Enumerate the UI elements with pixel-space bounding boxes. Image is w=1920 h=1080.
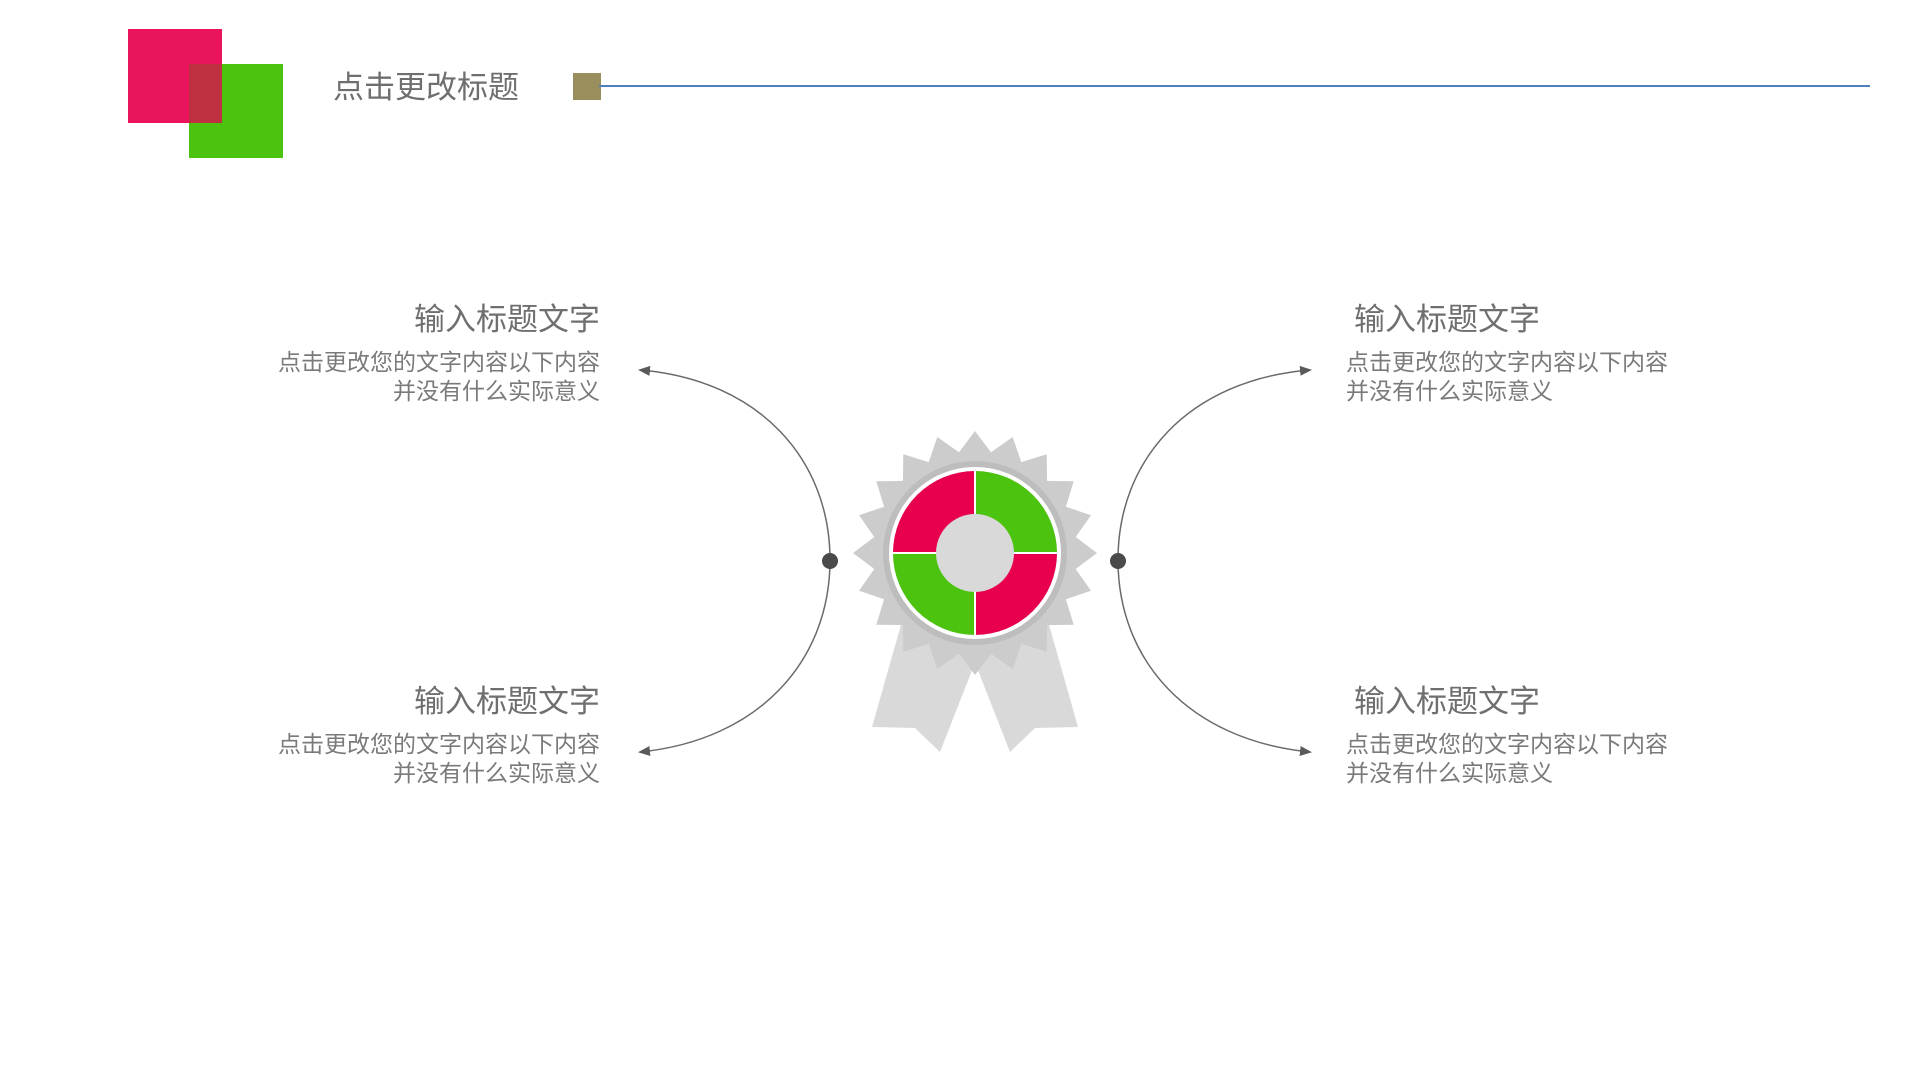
block-desc-line1[interactable]: 点击更改您的文字内容以下内容 — [1346, 732, 1668, 759]
title-divider-line — [599, 85, 1870, 87]
block-desc-line2[interactable]: 并没有什么实际意义 — [1346, 379, 1553, 406]
connector-curve-right-bottom — [1117, 559, 1312, 756]
block-title[interactable]: 输入标题文字 — [414, 684, 600, 720]
text-block-left-top: 输入标题文字 点击更改您的文字内容以下内容 并没有什么实际意义 — [240, 302, 600, 408]
text-block-right-bottom: 输入标题文字 点击更改您的文字内容以下内容 并没有什么实际意义 — [1346, 684, 1706, 790]
title-accent-square — [573, 73, 601, 100]
dot-icon — [1110, 553, 1126, 569]
logo-overlap — [189, 64, 222, 123]
text-block-right-top: 输入标题文字 点击更改您的文字内容以下内容 并没有什么实际意义 — [1346, 302, 1706, 408]
block-title[interactable]: 输入标题文字 — [1354, 302, 1540, 338]
block-title[interactable]: 输入标题文字 — [414, 302, 600, 338]
medal-icon — [853, 431, 1097, 752]
medal-center — [936, 514, 1014, 592]
text-block-left-bottom: 输入标题文字 点击更改您的文字内容以下内容 并没有什么实际意义 — [240, 684, 600, 790]
block-title[interactable]: 输入标题文字 — [1354, 684, 1540, 720]
block-desc-line2[interactable]: 并没有什么实际意义 — [393, 379, 600, 406]
block-desc-line2[interactable]: 并没有什么实际意义 — [1346, 761, 1553, 788]
block-desc-line1[interactable]: 点击更改您的文字内容以下内容 — [1346, 350, 1668, 377]
connector-curve-left-top — [638, 365, 831, 561]
page-title[interactable]: 点击更改标题 — [333, 70, 519, 106]
connector-curve-right-top — [1117, 365, 1312, 561]
connector-curve-left-bottom — [638, 559, 831, 756]
dot-icon — [822, 553, 838, 569]
block-desc-line2[interactable]: 并没有什么实际意义 — [393, 761, 600, 788]
block-desc-line1[interactable]: 点击更改您的文字内容以下内容 — [278, 350, 600, 377]
block-desc-line1[interactable]: 点击更改您的文字内容以下内容 — [278, 732, 600, 759]
